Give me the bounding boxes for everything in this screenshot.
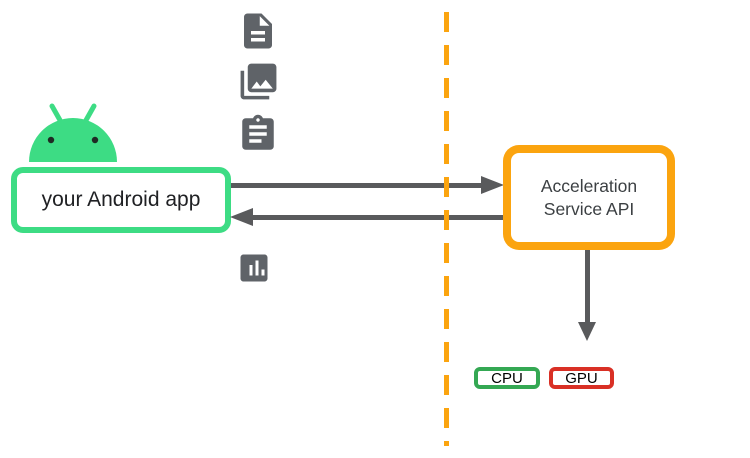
photo-library-icon: [240, 63, 277, 100]
android-app-box: your Android app: [11, 167, 231, 233]
android-robot-icon: [29, 103, 117, 162]
arrow-app-to-service-line: [231, 183, 481, 188]
arrow-service-to-hardware-line: [585, 250, 590, 322]
document-icon: [244, 13, 272, 49]
acceleration-service-label-line1: Acceleration: [540, 175, 638, 196]
cpu-chip-box: CPU: [474, 367, 540, 389]
acceleration-service-box: Acceleration Service API: [503, 145, 675, 250]
acceleration-service-box-inner: Acceleration Service API: [511, 153, 667, 242]
arrow-right-head-icon: [481, 176, 504, 194]
gpu-label: GPU: [565, 369, 598, 387]
arrow-service-to-app-line: [253, 215, 503, 220]
bar-chart-icon: [240, 254, 268, 282]
arrow-down-head-icon: [578, 322, 596, 341]
acceleration-service-label-line2: Service API: [543, 198, 635, 219]
android-app-label: your Android app: [41, 188, 201, 211]
gpu-chip-box: GPU: [549, 367, 614, 389]
process-boundary-dashed-line: [444, 12, 449, 446]
clipboard-icon: [242, 114, 274, 150]
cpu-label: CPU: [491, 369, 523, 387]
arrow-left-head-icon: [230, 208, 253, 226]
